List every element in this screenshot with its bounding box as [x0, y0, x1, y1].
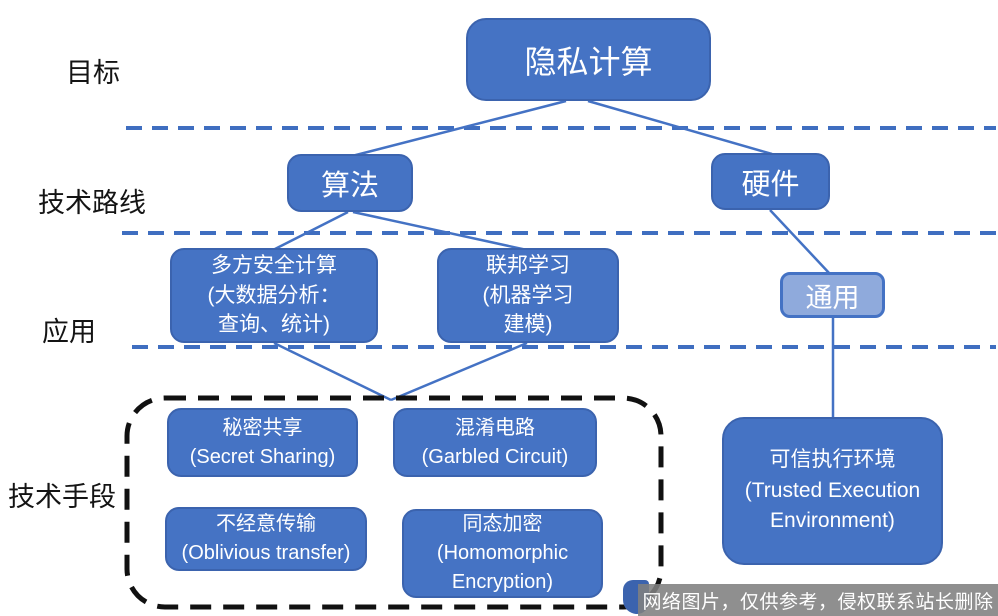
edge-mpc-means	[273, 341, 392, 402]
node-label-line: (Garbled Circuit)	[421, 445, 569, 468]
edge-privacy-hardware	[587, 99, 773, 156]
node-label-line: 查询、统计)	[218, 313, 330, 337]
node-homomorphic-encryption: 同态加密 (Homomorphic Encryption)	[402, 509, 603, 598]
node-label-line: (Trusted Execution	[744, 478, 921, 502]
edge-hardware-general	[769, 209, 831, 275]
node-garbled-circuit: 混淆电路 (Garbled Circuit)	[393, 408, 597, 477]
node-federated-learning: 联邦学习 (机器学习 建模)	[437, 248, 619, 343]
node-privacy-computing: 隐私计算	[466, 18, 711, 101]
node-label-line: 秘密共享	[222, 416, 303, 439]
node-label-line: (Oblivious transfer)	[181, 542, 351, 564]
node-label: 通用	[805, 282, 860, 313]
node-tee: 可信执行环境 (Trusted Execution Environment)	[722, 417, 943, 565]
edge-algorithm-fl	[352, 210, 528, 252]
node-algorithm: 算法	[287, 154, 413, 212]
node-label-line: 联邦学习	[486, 253, 570, 277]
node-label: 隐私计算	[524, 43, 653, 80]
node-label-line: 建模)	[503, 313, 553, 337]
node-label-line: 可信执行环境	[769, 448, 896, 472]
row-label-goal: 目标	[66, 58, 120, 88]
techniques-group-box	[124, 395, 664, 610]
edge-privacy-algorithm	[351, 99, 567, 158]
node-mpc: 多方安全计算 (大数据分析： 查询、统计)	[170, 248, 378, 343]
node-label-line: (大数据分析：	[207, 283, 341, 307]
node-label-line: (Homomorphic	[436, 542, 569, 564]
node-oblivious-transfer: 不经意传输 (Oblivious transfer)	[165, 507, 367, 571]
node-label-line: (Secret Sharing)	[189, 445, 336, 468]
edge-algorithm-mpc	[272, 210, 349, 252]
node-label-line: Encryption)	[451, 571, 554, 593]
node-hardware: 硬件	[711, 153, 830, 210]
edge-lines	[272, 99, 835, 419]
watermark-banner: 网络图片，仅供参考，侵权联系站长删除	[638, 584, 998, 616]
node-label-line: 同态加密	[462, 513, 543, 535]
node-label-line: 不经意传输	[216, 513, 316, 535]
node-label: 算法	[320, 170, 379, 202]
node-label-line: 多方安全计算	[211, 253, 337, 277]
node-secret-sharing: 秘密共享 (Secret Sharing)	[167, 408, 358, 477]
node-label-line: (机器学习	[482, 283, 574, 307]
row-label-means: 技术手段	[8, 482, 116, 512]
row-label-route: 技术路线	[38, 188, 146, 218]
node-general: 通用	[780, 272, 885, 318]
node-label: 硬件	[741, 168, 800, 201]
node-label-line: 混淆电路	[455, 416, 535, 439]
edge-fl-means	[390, 341, 528, 402]
row-label-application: 应用	[42, 317, 96, 347]
node-label-line: Environment)	[770, 509, 895, 533]
